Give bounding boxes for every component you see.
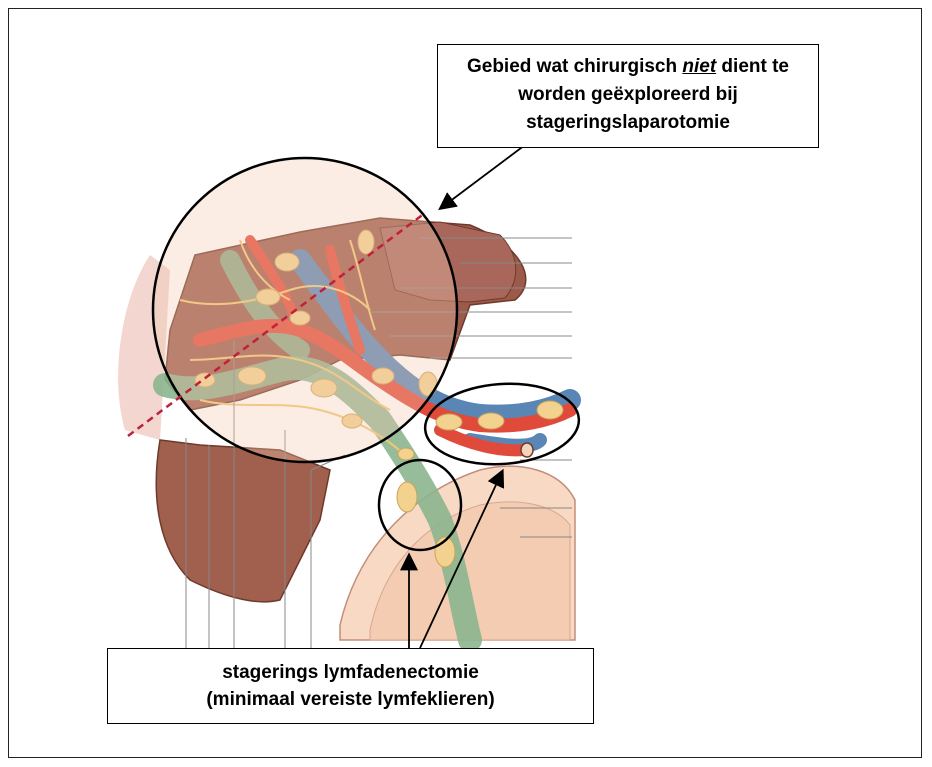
callout-top-text-before: Gebied wat chirurgisch <box>467 56 682 77</box>
artery-cut-end <box>521 443 533 457</box>
arrow-to-circle <box>441 145 525 208</box>
callout-staging-lymphadenectomy: stagerings lymfadenectomie (minimaal ver… <box>107 648 594 724</box>
callout-excluded-area: Gebied wat chirurgisch niet dient te wor… <box>437 44 819 148</box>
organ-main <box>156 440 330 602</box>
callout-top-emphasis: niet <box>682 56 716 77</box>
callout-bottom-line1: stagerings lymfadenectomie <box>108 659 593 686</box>
callout-bottom-line2: (minimaal vereiste lymfeklieren) <box>108 686 593 713</box>
exclusion-zone-circle <box>153 158 457 462</box>
